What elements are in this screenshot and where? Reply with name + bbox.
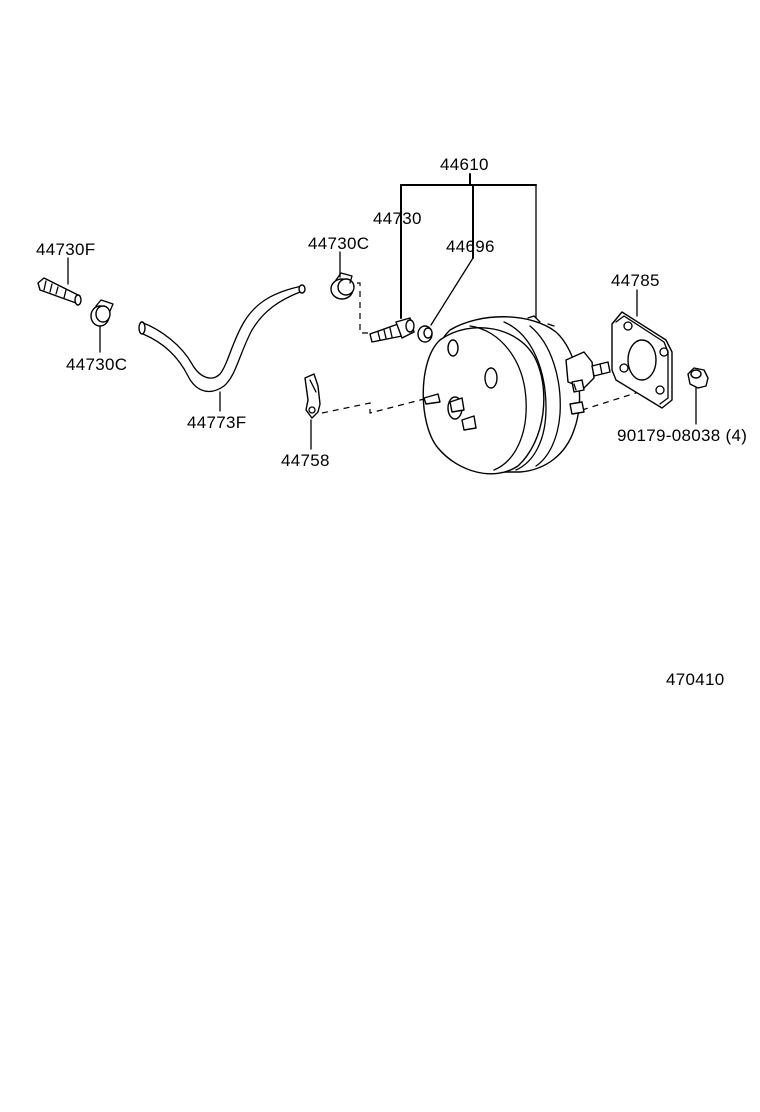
label-44773f: 44773F — [187, 413, 246, 432]
figure-number: 470410 — [666, 670, 725, 689]
label-44785: 44785 — [611, 271, 660, 290]
label-44730c-left: 44730C — [66, 355, 127, 374]
gasket-44785 — [611, 311, 673, 409]
label-44758: 44758 — [281, 451, 330, 470]
clamp-44730c-top — [330, 272, 355, 300]
label-90179-08038: 90179-08038 (4) — [617, 426, 747, 445]
hose-44773f — [138, 284, 306, 393]
label-44696: 44696 — [446, 237, 495, 256]
label-44730c-top: 44730C — [308, 234, 369, 253]
label-44730: 44730 — [373, 209, 422, 228]
brake-booster-44610 — [422, 315, 611, 475]
label-44610: 44610 — [440, 155, 489, 174]
grommet-44696 — [417, 325, 433, 343]
bracket-44758 — [304, 373, 321, 419]
nut-90179-08038 — [687, 367, 709, 389]
fitting-44730f — [37, 277, 82, 306]
label-44730f: 44730F — [36, 240, 95, 259]
leader-lines — [67, 173, 697, 450]
check-valve-44730 — [369, 317, 415, 343]
clamp-44730c-left — [90, 299, 114, 327]
